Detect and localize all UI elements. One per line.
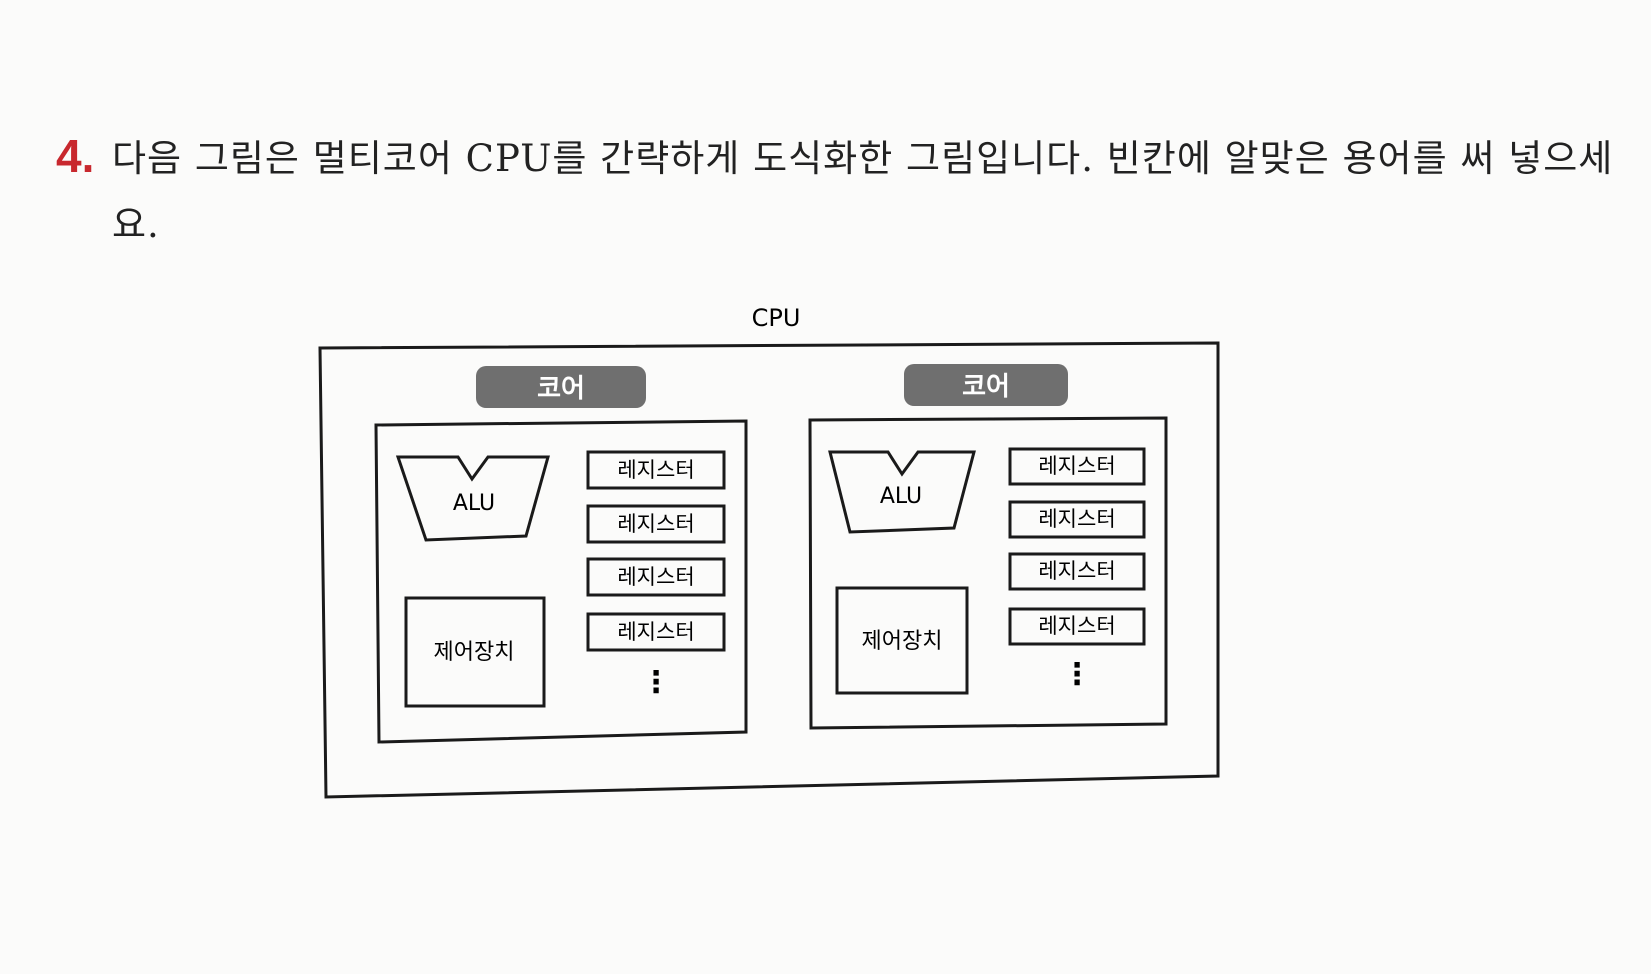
register-label: 레지스터	[1038, 614, 1115, 638]
core-tag-1	[476, 366, 646, 408]
alu-shape-1	[395, 455, 550, 542]
register-label: 레지스터	[617, 458, 694, 482]
register-box	[1008, 447, 1146, 486]
register-label: 레지스터	[1038, 507, 1115, 531]
register-box	[586, 612, 726, 652]
control-unit-label-1: 제어장치	[434, 640, 515, 665]
register-label: 레지스터	[617, 565, 694, 589]
cpu-box	[318, 341, 1220, 799]
control-unit-label-2: 제어장치	[862, 629, 943, 654]
question-text: 다음 그림은 멀티코어 CPU를 간략하게 도식화한 그림입니다. 빈칸에 알맞…	[112, 137, 1614, 246]
register-box	[586, 450, 726, 490]
register-box	[586, 504, 726, 544]
register-label: 레지스터	[1038, 454, 1115, 478]
register-box	[1008, 500, 1146, 539]
core-1: 코어 ALU 제어장치 레지스터 레지스터 레지스터 레지스터 ⋮	[374, 366, 748, 744]
alu-label-1: ALU	[453, 491, 495, 516]
register-ellipsis-2: ⋮	[1062, 657, 1092, 692]
core-tag-label-2: 코어	[962, 372, 1010, 402]
register-box	[586, 557, 726, 597]
control-unit-box-2	[835, 586, 969, 695]
register-ellipsis-1: ⋮	[641, 665, 671, 700]
register-box	[1008, 607, 1146, 646]
control-unit-box-1	[404, 596, 546, 708]
alu-label-2: ALU	[880, 484, 922, 509]
cpu-label: CPU	[752, 304, 801, 332]
core-box-2	[808, 416, 1168, 730]
alu-shape-2	[828, 450, 976, 534]
register-label: 레지스터	[1038, 559, 1115, 583]
core-2: 코어 ALU 제어장치 레지스터 레지스터 레지스터 레지스터 ⋮	[808, 364, 1168, 730]
core-tag-2	[904, 364, 1068, 406]
core-box-1	[374, 419, 748, 744]
register-label: 레지스터	[617, 620, 694, 644]
register-box	[1008, 552, 1146, 591]
core-tag-label-1: 코어	[537, 374, 585, 404]
question-number: 4.	[56, 130, 95, 182]
register-label: 레지스터	[617, 512, 694, 536]
